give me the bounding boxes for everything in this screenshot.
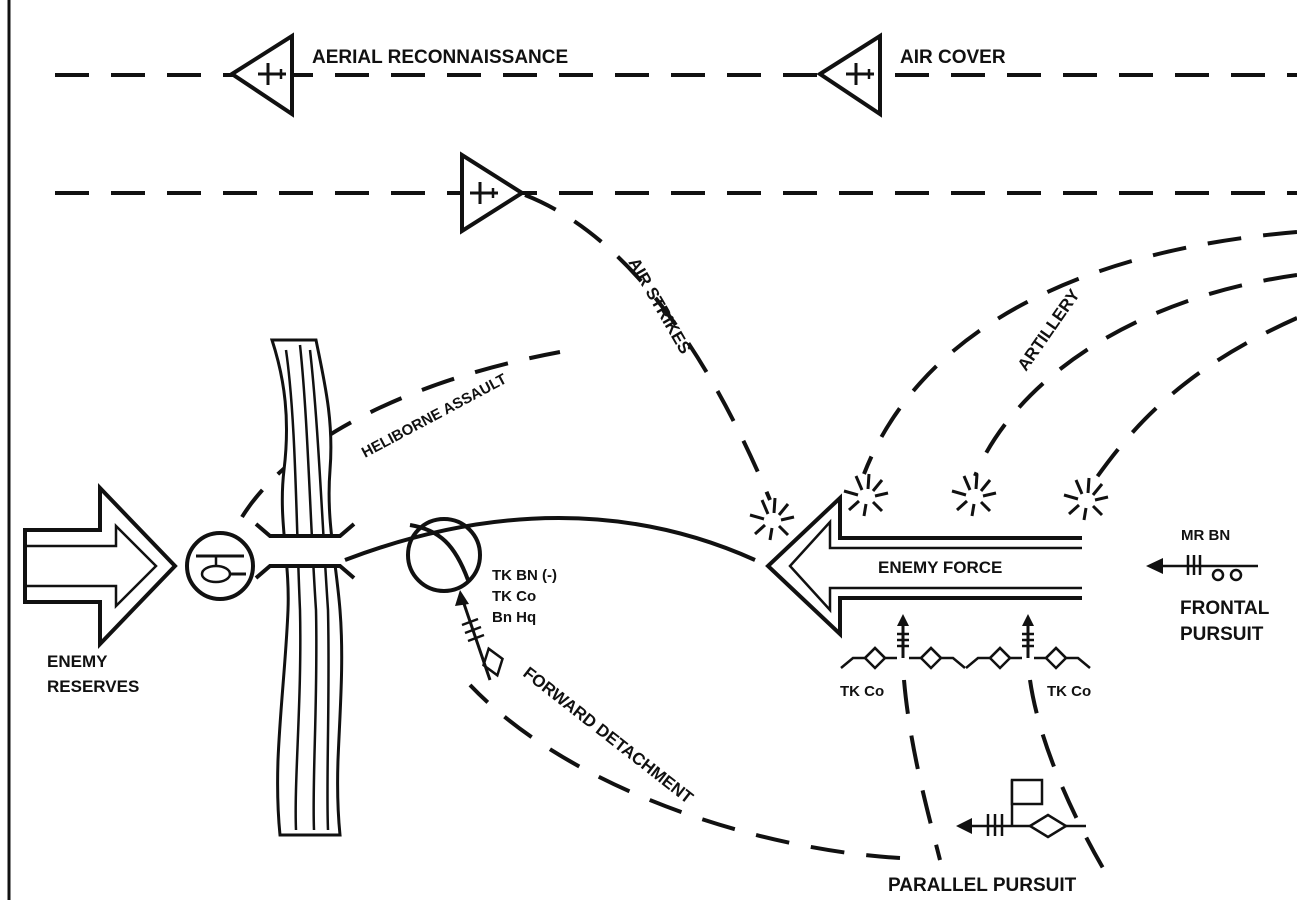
parallel-pursuit-path-left: [902, 679, 942, 861]
frontal-pursuit-label-1: FRONTAL: [1180, 598, 1270, 619]
heliborne-assault-path: [240, 350, 561, 519]
tank-company-icon-right: [964, 612, 1092, 670]
parallel-pursuit-label: PARALLEL PURSUIT: [888, 875, 1077, 896]
artillery-path-1: [862, 230, 1297, 475]
artillery-path-2: [973, 273, 1297, 477]
tk-co-right-label: TK Co: [1047, 683, 1091, 700]
air-cover-aircraft: [816, 32, 882, 118]
aerial-recon-aircraft: [228, 32, 294, 118]
enemy-reserves-arrow: [23, 483, 178, 649]
bridge-icon: [254, 522, 356, 580]
aerial-reconnaissance-label: AERIAL RECONNAISSANCE: [312, 47, 568, 68]
mr-bn-label: MR BN: [1181, 527, 1230, 544]
enemy-force-label: ENEMY FORCE: [878, 558, 1002, 577]
forward-detachment-label: FORWARD DETACHMENT: [520, 663, 698, 808]
tk-bn-label: TK BN (-): [492, 567, 557, 584]
parallel-pursuit-path-right: [1028, 679, 1112, 882]
air-strike-aircraft: [460, 151, 526, 235]
air-strikes-label: AIR STRIKES: [625, 255, 695, 358]
enemy-force-arrow: [765, 493, 1082, 639]
air-strikes-path: [524, 193, 772, 501]
air-cover-label: AIR COVER: [900, 47, 1006, 68]
explosion-icon-1: [748, 496, 796, 542]
main-advance-route: [344, 516, 756, 562]
parallel-pursuit-unit-icon: [956, 778, 1086, 839]
artillery-path-3: [1090, 316, 1297, 486]
tank-battalion-hq-icon: [406, 517, 482, 593]
forward-detachment-unit-icon: [455, 590, 504, 681]
enemy-reserves-label-2: RESERVES: [47, 677, 139, 696]
river: [269, 338, 344, 837]
explosion-icon-3: [950, 472, 998, 518]
frontal-pursuit-label-2: PURSUIT: [1180, 624, 1264, 645]
tk-co-left-label: TK Co: [840, 683, 884, 700]
explosion-icon-4: [1062, 476, 1110, 522]
tank-company-icon-left: [839, 612, 967, 670]
enemy-reserves-label-1: ENEMY: [47, 652, 108, 671]
helicopter-icon: [185, 531, 255, 601]
explosion-icon-2: [842, 472, 890, 518]
tk-co-label: TK Co: [492, 588, 536, 605]
bn-hq-label: Bn Hq: [492, 609, 536, 626]
forward-detachment-path: [468, 683, 901, 860]
frontal-pursuit-unit-icon: [1146, 555, 1258, 582]
